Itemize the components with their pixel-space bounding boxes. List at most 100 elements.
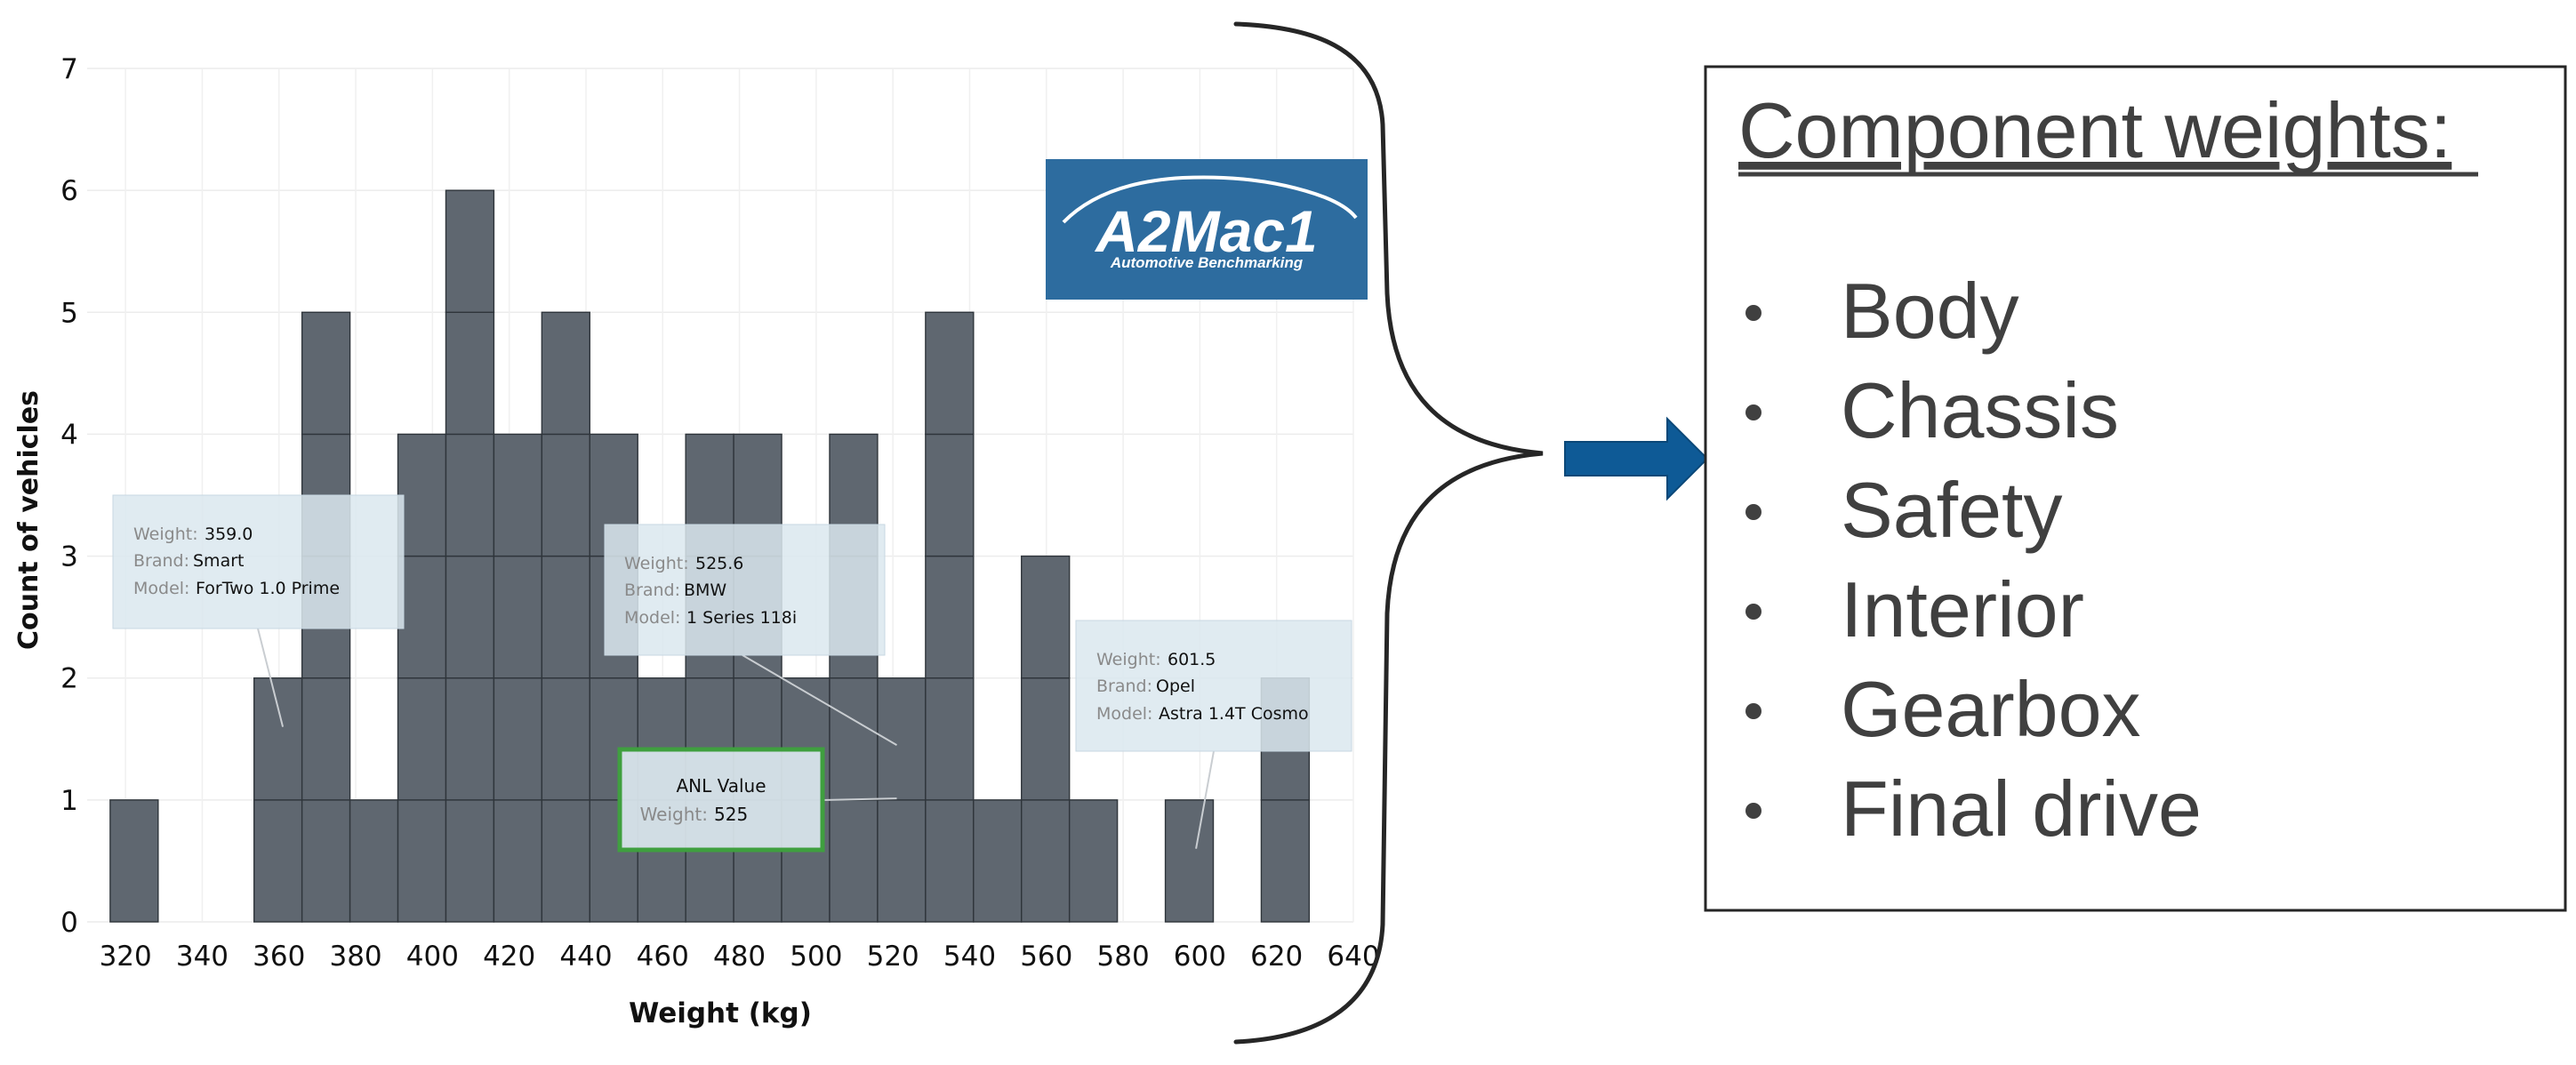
x-tick-label: 520: [867, 941, 919, 973]
anl-leader-line: [822, 797, 897, 801]
tooltip-brand-label: Brand:: [624, 581, 680, 600]
component-weights-panel: Component weights: BodyChassisSafetyInte…: [1704, 65, 2567, 912]
histogram-bar-unit: [925, 677, 975, 801]
histogram-bar: [1164, 799, 1215, 923]
histogram-bar-unit: [1164, 799, 1215, 923]
histogram-bar-unit: [925, 433, 975, 557]
histogram-bar-unit: [445, 311, 495, 436]
histogram-bar-unit: [877, 799, 927, 923]
tooltip-smart: Weight: 359.0 Brand: Smart Model: ForTwo…: [112, 494, 405, 629]
histogram-bar-unit: [829, 677, 879, 801]
tooltip-model-label: Model:: [1096, 704, 1152, 724]
bullet-icon: [1745, 504, 1761, 520]
histogram-bar-unit: [301, 799, 351, 923]
histogram-bar: [925, 311, 975, 923]
x-tick-label: 580: [1097, 941, 1150, 973]
histogram-bar-unit: [445, 677, 495, 801]
x-tick-label: 500: [790, 941, 842, 973]
x-tick-label: 600: [1174, 941, 1226, 973]
tooltip-model-value: 1 Series 118i: [686, 608, 797, 628]
histogram-bar-unit: [397, 555, 447, 679]
x-tick-label: 400: [406, 941, 459, 973]
bullet-icon: [1745, 703, 1761, 719]
x-tick-label: 340: [176, 941, 229, 973]
x-tick-label: 420: [483, 941, 535, 973]
histogram-bar: [829, 433, 879, 923]
histogram-bar-unit: [445, 555, 495, 679]
logo-car-outline-icon: [1062, 175, 1358, 224]
histogram-bar-unit: [493, 433, 543, 557]
anl-value-callout: ANL Value Weight: 525: [617, 747, 825, 853]
histogram-bar-unit: [973, 799, 1023, 923]
component-list-item: Body: [1841, 267, 2019, 355]
histogram-bar-unit: [253, 799, 303, 923]
histogram-bar-unit: [445, 433, 495, 557]
tooltip-brand-value: Opel: [1156, 677, 1195, 696]
histogram-bar-unit: [541, 555, 590, 679]
histogram-bar-unit: [541, 677, 590, 801]
histogram-bar-unit: [925, 311, 975, 436]
right-arrow-icon: [1564, 416, 1709, 501]
tooltip-model-label: Model:: [133, 579, 189, 598]
tooltip-model-value: Astra 1.4T Cosmo: [1159, 704, 1309, 724]
histogram-bar-unit: [493, 799, 543, 923]
tooltip-brand-label: Brand:: [1096, 677, 1152, 696]
x-tick-label: 320: [100, 941, 152, 973]
y-tick-label: 6: [60, 175, 78, 207]
tooltip-leader-line: [742, 654, 898, 747]
y-axis-title: Count of vehicles: [13, 390, 44, 650]
component-list-item: Interior: [1841, 565, 2084, 653]
histogram-bar: [1068, 799, 1119, 923]
histogram-bar-unit: [301, 311, 351, 436]
a2mac1-logo: A2Mac1 Automotive Benchmarking: [1046, 159, 1368, 300]
tooltip-box: [1075, 620, 1352, 752]
histogram-bar: [877, 677, 927, 923]
x-tick-label: 620: [1250, 941, 1303, 973]
histogram-bar-unit: [109, 799, 159, 923]
bullet-icon: [1745, 604, 1761, 620]
tooltip-weight-label: Weight:: [624, 554, 689, 573]
histogram-bar-unit: [301, 677, 351, 801]
tooltip-weight-label: Weight:: [133, 524, 198, 544]
tooltip-weight-value: 525.6: [695, 554, 743, 573]
histogram-bar: [349, 799, 399, 923]
histogram-bar-unit: [349, 799, 399, 923]
tooltip-box: [604, 524, 886, 656]
histogram-bar-unit: [1021, 555, 1071, 679]
tooltip-bmw: Weight: 525.6 Brand: BMW Model: 1 Series…: [604, 524, 886, 656]
x-tick-label: 540: [943, 941, 996, 973]
y-tick-label: 4: [60, 419, 78, 451]
tooltip-opel: Weight: 601.5 Brand: Opel Model: Astra 1…: [1075, 620, 1352, 752]
histogram-bar-unit: [1260, 799, 1311, 923]
histogram-bar-unit: [397, 677, 447, 801]
histogram-bar-unit: [445, 799, 495, 923]
bullet-icon: [1745, 404, 1761, 420]
anl-weight-label: Weight:: [640, 804, 708, 825]
histogram-bar-unit: [925, 799, 975, 923]
x-tick-label: 360: [253, 941, 305, 973]
histogram-bar-unit: [397, 433, 447, 557]
x-tick-label: 460: [637, 941, 689, 973]
component-list-item: Safety: [1841, 466, 2062, 554]
histogram-bar-unit: [829, 799, 879, 923]
tooltip-box: [112, 494, 405, 629]
histogram-bar-unit: [493, 677, 543, 801]
x-tick-label: 380: [329, 941, 381, 973]
x-tick-label: 440: [559, 941, 612, 973]
histogram-bar-unit: [397, 799, 447, 923]
component-list-item: Final drive: [1841, 765, 2202, 853]
logo-background: [1046, 159, 1368, 300]
histogram-bar: [445, 189, 495, 923]
histogram-bar-unit: [1021, 677, 1071, 801]
tooltip-leader-line: [257, 628, 285, 727]
component-list-item: Gearbox: [1841, 665, 2141, 753]
tooltip-brand-value: Smart: [193, 551, 244, 571]
tooltip-brand-value: BMW: [684, 581, 726, 600]
y-tick-label: 1: [60, 785, 78, 817]
histogram-bar-unit: [1021, 799, 1071, 923]
y-tick-label: 7: [60, 53, 78, 85]
y-tick-label: 3: [60, 541, 78, 573]
